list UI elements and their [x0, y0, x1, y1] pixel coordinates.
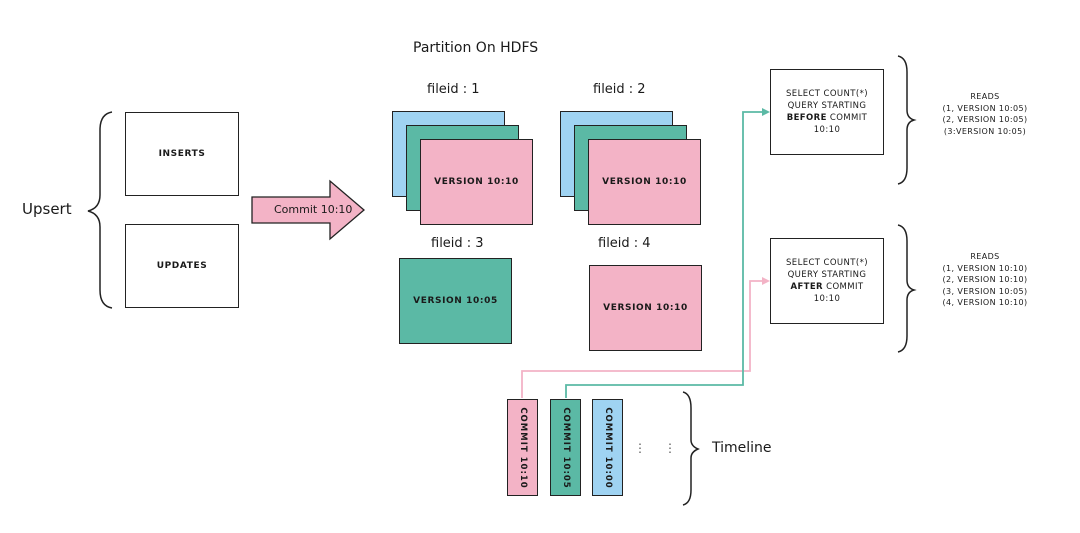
- timeline-brace: [682, 391, 700, 506]
- connector-after-commit: [521, 280, 764, 398]
- file-label-3: fileid : 3: [431, 236, 484, 251]
- read-item: (4, VERSION 10:10): [942, 298, 1028, 307]
- query-after-reads: READS (1, VERSION 10:10) (2, VERSION 10:…: [915, 251, 1055, 309]
- commit-label: COMMIT 10:05: [560, 406, 571, 489]
- query-before-box: SELECT COUNT(*) QUERY STARTING BEFORE CO…: [770, 69, 884, 155]
- timeline-ellipsis-2: ⋮: [664, 441, 676, 455]
- read-item: (2, VERSION 10:10): [942, 275, 1028, 284]
- inserts-box: INSERTS: [125, 112, 239, 196]
- query-before-brace: [897, 55, 917, 185]
- query-before-reads: READS (1, VERSION 10:05) (2, VERSION 10:…: [915, 91, 1055, 137]
- query-after-emphasis: AFTER: [790, 282, 824, 292]
- timeline-ellipsis-1: ⋮: [634, 441, 646, 455]
- upsert-brace: [87, 111, 113, 309]
- timeline-commit-10-00: COMMIT 10:00: [592, 399, 623, 496]
- query-after-line3-rest: COMMIT: [823, 282, 864, 292]
- commit-arrow-shape: [251, 179, 366, 241]
- file-label-1: fileid : 1: [427, 82, 480, 97]
- query-after-line1: SELECT COUNT(*): [786, 258, 868, 268]
- query-after-box: SELECT COUNT(*) QUERY STARTING AFTER COM…: [770, 238, 884, 324]
- updates-box: UPDATES: [125, 224, 239, 308]
- read-item: (3:VERSION 10:05): [943, 126, 1027, 136]
- query-before-emphasis: BEFORE: [786, 113, 827, 123]
- query-before-line3: BEFORE COMMIT: [787, 112, 868, 124]
- commit-arrow-label: Commit 10:10: [274, 203, 353, 216]
- timeline-commit-10-05: COMMIT 10:05: [550, 399, 581, 496]
- timeline-commit-10-10: COMMIT 10:10: [507, 399, 538, 496]
- arrowhead-before: [762, 108, 770, 116]
- query-after-line4: 10:10: [813, 294, 841, 304]
- read-item: (1, VERSION 10:05): [942, 103, 1028, 113]
- query-before-line2: QUERY STARTING: [787, 101, 867, 111]
- query-after-line2: QUERY STARTING: [787, 270, 867, 280]
- connector-before-commit: [565, 111, 764, 398]
- query-after-brace: [897, 224, 917, 353]
- upsert-label: Upsert: [22, 200, 72, 218]
- file-4-version-current: VERSION 10:10: [589, 265, 702, 351]
- file-3-version-current: VERSION 10:05: [399, 258, 512, 344]
- partition-title: Partition On HDFS: [413, 40, 539, 56]
- file-1-version-current: VERSION 10:10: [420, 139, 533, 225]
- commit-label: COMMIT 10:10: [517, 406, 528, 489]
- query-after-line3: AFTER COMMIT: [790, 281, 863, 293]
- file-label-2: fileid : 2: [593, 82, 646, 97]
- reads-title: READS: [970, 252, 1000, 261]
- query-before-line3-rest: COMMIT: [826, 113, 868, 123]
- query-before-line1: SELECT COUNT(*): [786, 89, 868, 99]
- timeline-label: Timeline: [712, 440, 772, 456]
- file-label-4: fileid : 4: [598, 236, 651, 251]
- read-item: (3, VERSION 10:05): [942, 286, 1028, 296]
- arrowhead-after: [762, 277, 770, 285]
- read-item: (2, VERSION 10:05): [942, 115, 1028, 124]
- reads-title: READS: [970, 92, 1000, 101]
- query-before-line4: 10:10: [813, 125, 841, 135]
- read-item: (1, VERSION 10:10): [942, 263, 1028, 273]
- commit-label: COMMIT 10:00: [602, 406, 613, 489]
- file-2-version-current: VERSION 10:10: [588, 139, 701, 225]
